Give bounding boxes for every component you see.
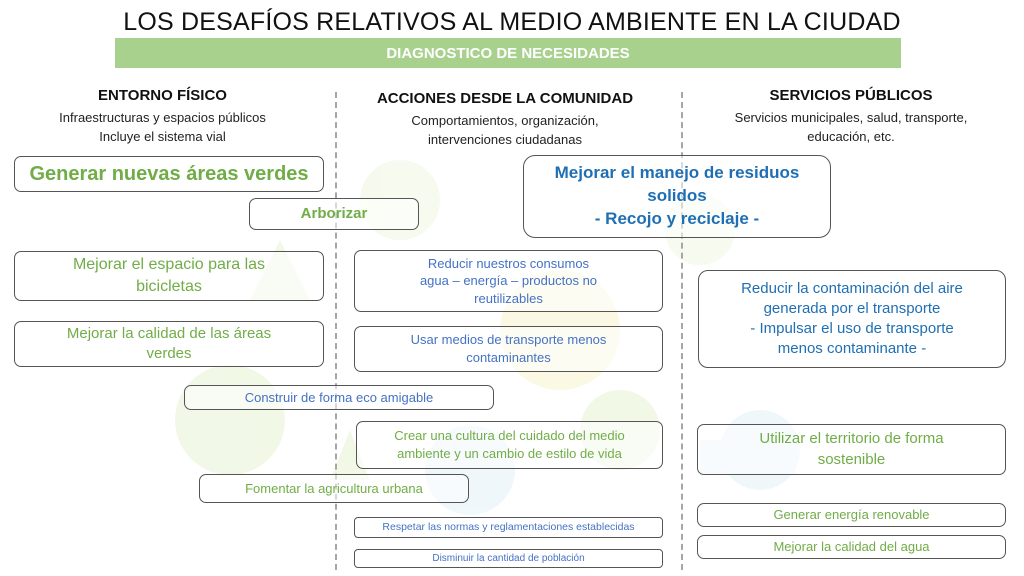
box-bicicletas: Mejorar el espacio para las bicicletas: [14, 251, 324, 301]
box-agricultura-urbana: Fomentar la agricultura urbana: [199, 474, 469, 503]
subtitle-bar: DIAGNOSTICO DE NECESIDADES: [115, 38, 901, 68]
box-text: menos contaminante -: [777, 340, 927, 358]
box-respetar-normas: Respetar las normas y reglamentaciones e…: [354, 517, 663, 538]
column-servicios-header: SERVICIOS PÚBLICOS Servicios municipales…: [695, 87, 1007, 146]
box-text: Fomentar la agricultura urbana: [245, 480, 423, 496]
column-subtitle: Servicios municipales, salud, transporte…: [734, 110, 968, 125]
column-heading: ENTORNO FÍSICO: [98, 87, 227, 104]
box-text: generada por el transporte: [763, 299, 941, 317]
box-text: Reducir la contaminación del aire: [741, 279, 963, 297]
box-text: Reducir nuestros consumos: [427, 255, 590, 271]
column-heading: SERVICIOS PÚBLICOS: [769, 87, 933, 104]
box-contaminacion-aire: Reducir la contaminación del aire genera…: [698, 270, 1006, 368]
column-subtitle: intervenciones ciudadanas: [428, 132, 582, 147]
box-disminuir-poblacion: Disminuir la cantidad de población: [354, 549, 663, 568]
box-text: ambiente y un cambio de estilo de vida: [397, 446, 622, 461]
box-text: solidos: [647, 186, 707, 206]
box-text: Utilizar el territorio de forma: [759, 430, 944, 448]
box-text: Mejorar el manejo de residuos: [554, 163, 800, 183]
box-energia-renovable: Generar energía renovable: [697, 503, 1006, 527]
box-text: Mejorar el espacio para las: [72, 256, 266, 274]
box-text: Arborizar: [300, 204, 368, 222]
box-text: Construir de forma eco amigable: [244, 389, 434, 405]
box-text: Disminuir la cantidad de población: [432, 552, 585, 564]
box-reducir-consumos: Reducir nuestros consumos agua – energía…: [354, 250, 663, 312]
box-text: Respetar las normas y reglamentaciones e…: [382, 521, 635, 534]
box-generar-areas-verdes: Generar nuevas áreas verdes: [14, 156, 324, 192]
page-title: LOS DESAFÍOS RELATIVOS AL MEDIO AMBIENTE…: [123, 8, 901, 36]
box-text: - Recojo y reciclaje -: [594, 208, 760, 228]
box-text: - Impulsar el uso de transporte: [750, 320, 954, 337]
box-construir-eco: Construir de forma eco amigable: [184, 385, 494, 410]
box-manejo-residuos: Mejorar el manejo de residuos solidos - …: [523, 155, 831, 238]
box-text: verdes: [146, 345, 192, 362]
box-calidad-agua: Mejorar la calidad del agua: [697, 535, 1006, 559]
column-subtitle: educación, etc.: [807, 129, 895, 144]
box-text: Generar energía renovable: [773, 507, 930, 523]
box-transporte-menos-contaminantes: Usar medios de transporte menos contamin…: [354, 326, 663, 372]
box-text: agua – energía – productos no: [419, 273, 598, 289]
column-divider: [681, 92, 683, 570]
box-text: Usar medios de transporte menos: [410, 332, 607, 348]
box-text: sostenible: [817, 450, 886, 468]
column-subtitle: Incluye el sistema vial: [99, 129, 226, 144]
column-subtitle: Infraestructuras y espacios públicos: [59, 110, 266, 125]
box-arborizar: Arborizar: [249, 198, 419, 230]
box-text: Mejorar la calidad de las áreas: [66, 324, 272, 342]
column-entorno-header: ENTORNO FÍSICO Infraestructuras y espaci…: [10, 87, 315, 146]
box-text: bicicletas: [136, 278, 202, 295]
column-subtitle: Comportamientos, organización,: [411, 113, 599, 128]
box-territorio-sostenible: Utilizar el territorio de forma sostenib…: [697, 424, 1006, 475]
box-calidad-areas-verdes: Mejorar la calidad de las áreas verdes: [14, 321, 324, 367]
box-text: contaminantes: [466, 350, 551, 365]
box-text: reutilizables: [474, 290, 543, 306]
box-text: Generar nuevas áreas verdes: [29, 162, 309, 185]
column-comunidad-header: ACCIONES DESDE LA COMUNIDAD Comportamien…: [345, 90, 665, 149]
box-text: Crear una cultura del cuidado del medio: [394, 428, 625, 444]
column-divider: [335, 92, 337, 570]
column-heading: ACCIONES DESDE LA COMUNIDAD: [376, 90, 634, 107]
box-text: Mejorar la calidad del agua: [773, 539, 930, 555]
box-cultura-cuidado: Crear una cultura del cuidado del medio …: [356, 421, 663, 469]
